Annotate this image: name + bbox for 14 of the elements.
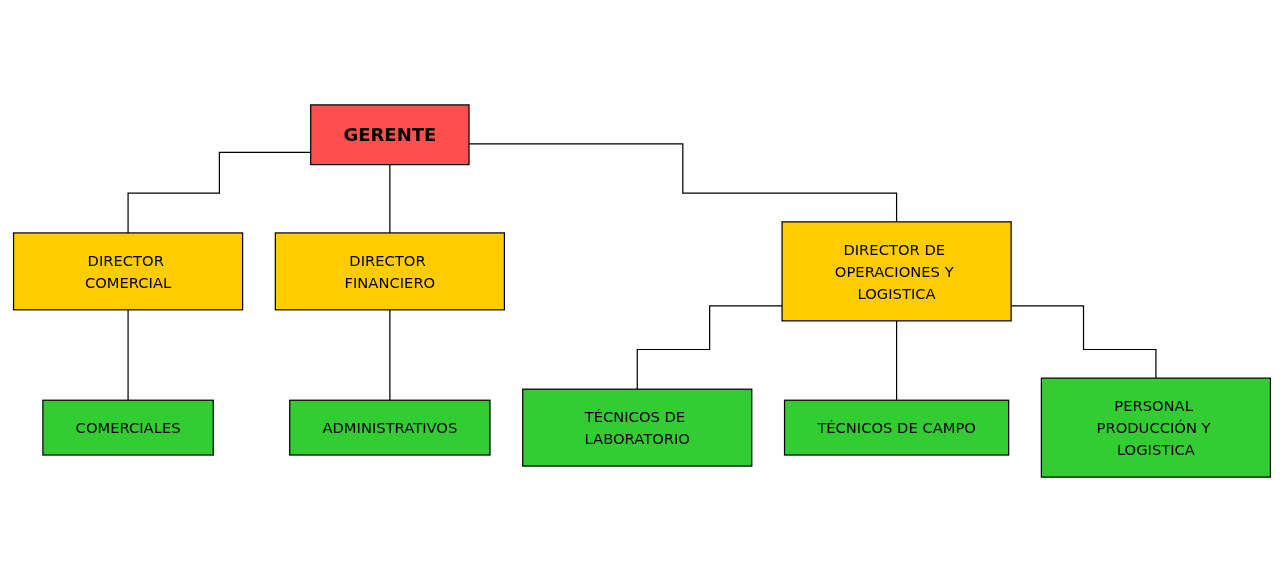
node-box: GERENTE bbox=[310, 104, 470, 166]
connector bbox=[127, 309, 129, 401]
node-box: DIRECTOR DE OPERACIONES Y LOGISTICA bbox=[781, 221, 1012, 322]
node-box: COMERCIALES bbox=[42, 399, 214, 456]
node-box: PERSONAL PRODUCCIÓN Y LOGISTICA bbox=[1040, 377, 1272, 478]
node-box: DIRECTOR FINANCIERO bbox=[274, 232, 505, 311]
node-box: TÉCNICOS DE LABORATORIO bbox=[522, 388, 753, 467]
node-box: TÉCNICOS DE CAMPO bbox=[783, 399, 1010, 456]
connector bbox=[389, 164, 391, 234]
connector bbox=[636, 305, 783, 390]
node-box: ADMINISTRATIVOS bbox=[289, 399, 491, 456]
node-box: DIRECTOR COMERCIAL bbox=[12, 232, 244, 311]
connector bbox=[389, 309, 391, 401]
connector bbox=[895, 320, 898, 401]
